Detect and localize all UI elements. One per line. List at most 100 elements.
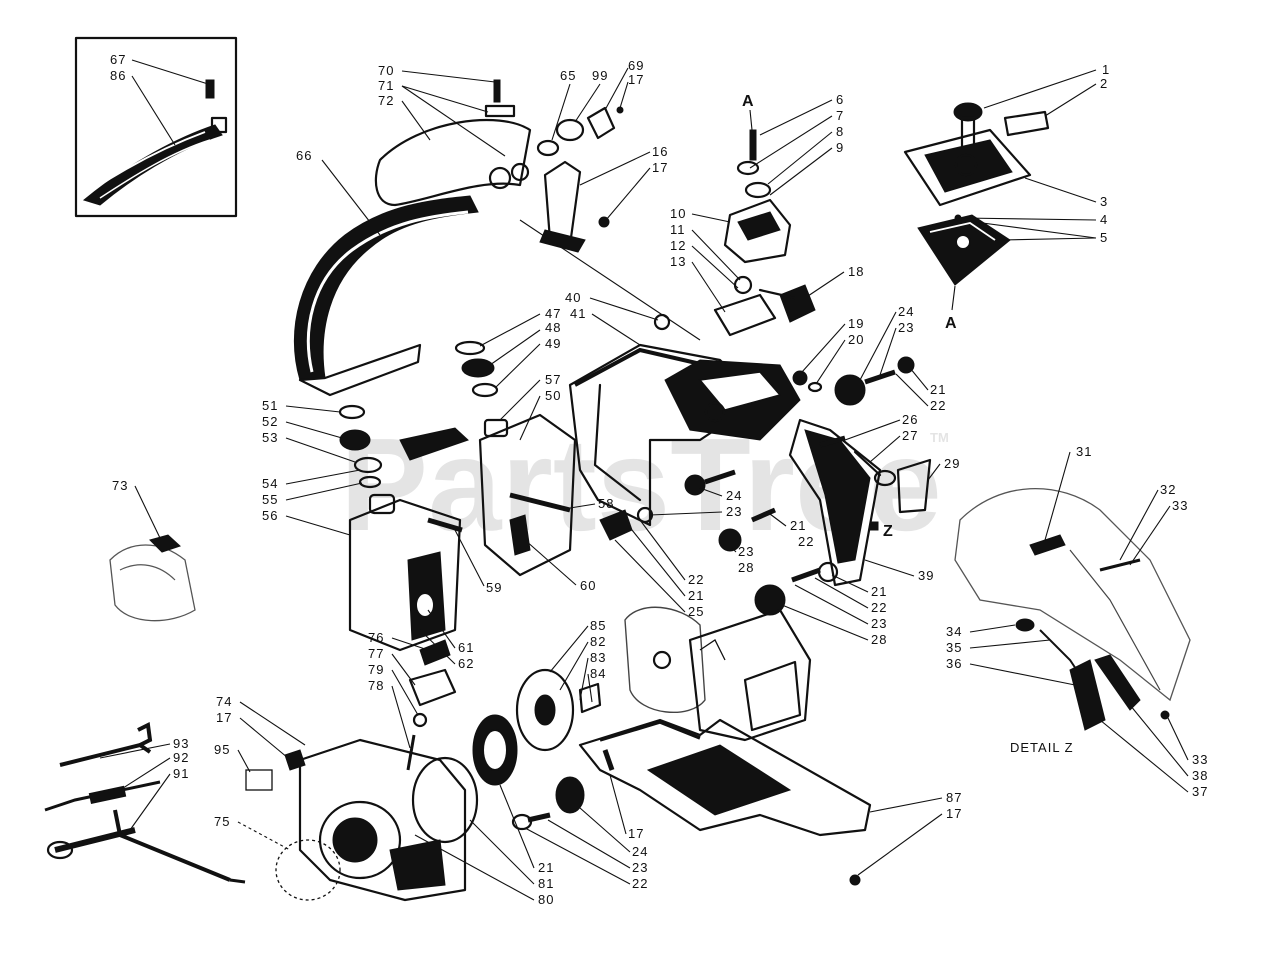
starter-housing <box>245 639 467 902</box>
callout-21c: 21 <box>871 584 887 599</box>
callout-75: 75 <box>214 814 230 829</box>
callout-29: 29 <box>944 456 960 471</box>
callout-71: 71 <box>378 78 394 93</box>
callout-4: 4 <box>1100 212 1108 227</box>
callout-21b: 21 <box>790 518 806 533</box>
callout-23d: 23 <box>871 616 887 631</box>
callout-83: 83 <box>590 650 606 665</box>
item-73-sketch <box>109 534 196 622</box>
callout-28b: 28 <box>871 632 887 647</box>
callout-21a: 21 <box>930 382 946 397</box>
callout-32: 32 <box>1160 482 1176 497</box>
callout-59: 59 <box>486 580 502 595</box>
callout-70: 70 <box>378 63 394 78</box>
callout-23c: 23 <box>738 544 754 559</box>
callout-17b: 17 <box>652 160 668 175</box>
callout-31: 31 <box>1076 444 1092 459</box>
callout-22a: 22 <box>930 398 946 413</box>
callout-21e: 21 <box>538 860 554 875</box>
callout-82: 82 <box>590 634 606 649</box>
detail-z-sketch <box>954 487 1191 731</box>
callout-84: 84 <box>590 666 606 681</box>
callout-48: 48 <box>545 320 561 335</box>
callout-group-tools: 93 92 91 <box>99 736 189 831</box>
section-mark-a-bottom: A <box>945 315 957 332</box>
callout-81: 81 <box>538 876 554 891</box>
callout-24b: 24 <box>726 488 742 503</box>
callout-76: 76 <box>368 630 384 645</box>
callout-34: 34 <box>946 624 962 639</box>
callout-93: 93 <box>173 736 189 751</box>
callout-58: 58 <box>598 496 614 511</box>
callout-51: 51 <box>262 398 278 413</box>
callout-91: 91 <box>173 766 189 781</box>
air-filter <box>903 102 1050 286</box>
callout-group-detail-z: 31 32 33 34 35 36 DETAIL Z 33 38 37 <box>946 444 1208 799</box>
callout-group-oilpump: 65 99 69 17 16 17 <box>551 58 668 221</box>
callout-37: 37 <box>1192 784 1208 799</box>
callout-95: 95 <box>214 742 230 757</box>
callout-group-handle: 70 71 72 66 <box>296 63 516 236</box>
callout-73: 73 <box>112 478 128 493</box>
callout-16: 16 <box>652 144 668 159</box>
callout-50: 50 <box>545 388 561 403</box>
callout-78: 78 <box>368 678 384 693</box>
callout-65: 65 <box>560 68 576 83</box>
callout-85: 85 <box>590 618 606 633</box>
tanks <box>338 404 577 652</box>
callout-9: 9 <box>836 140 844 155</box>
callout-group-bottom: 87 17 17 <box>609 774 962 876</box>
callout-group-housing: 40 47 41 48 49 57 50 <box>479 219 701 441</box>
callout-10: 10 <box>670 206 686 221</box>
callout-36: 36 <box>946 656 962 671</box>
callout-24c: 24 <box>632 844 648 859</box>
callout-18: 18 <box>848 264 864 279</box>
callout-23e: 23 <box>632 860 648 875</box>
callout-group-inset: 67 86 <box>110 52 209 146</box>
callout-67: 67 <box>110 52 126 67</box>
callout-56: 56 <box>262 508 278 523</box>
callout-24a: 24 <box>898 304 914 319</box>
callout-61: 61 <box>458 640 474 655</box>
callout-1: 1 <box>1102 62 1110 77</box>
main-housing <box>454 313 882 587</box>
callout-19: 19 <box>848 316 864 331</box>
callout-28a: 28 <box>738 560 754 575</box>
bottom-cover <box>578 718 872 886</box>
callout-17c: 17 <box>946 806 962 821</box>
callout-7: 7 <box>836 108 844 123</box>
callout-group-carb: A 6 7 8 9 10 11 12 13 18 <box>670 92 864 313</box>
callout-62: 62 <box>458 656 474 671</box>
callout-6: 6 <box>836 92 844 107</box>
callout-17d: 17 <box>628 826 644 841</box>
callout-8: 8 <box>836 124 844 139</box>
callout-69: 69 <box>628 58 644 73</box>
callout-22c: 22 <box>871 600 887 615</box>
callout-26: 26 <box>902 412 918 427</box>
bracket-16 <box>536 106 624 253</box>
callout-group-housing-starter: 76 77 79 78 74 17 95 75 <box>214 630 429 851</box>
callout-group-gears: 19 20 24 23 21 22 26 27 29 Z 39 24 23 21… <box>614 304 960 647</box>
detail-label: DETAIL Z <box>1010 740 1074 755</box>
callout-66: 66 <box>296 148 312 163</box>
callout-57: 57 <box>545 372 561 387</box>
callout-22b: 22 <box>798 534 814 549</box>
callout-22e: 22 <box>632 876 648 891</box>
front-handle <box>293 118 532 397</box>
callout-13: 13 <box>670 254 686 269</box>
callout-55: 55 <box>262 492 278 507</box>
section-mark-z: Z <box>883 523 893 540</box>
section-mark-a-top: A <box>742 93 754 110</box>
callout-11: 11 <box>670 222 686 237</box>
callout-92: 92 <box>173 750 189 765</box>
callout-20: 20 <box>848 332 864 347</box>
callout-49: 49 <box>545 336 561 351</box>
callout-33a: 33 <box>1172 498 1188 513</box>
callout-40: 40 <box>565 290 581 305</box>
callout-27: 27 <box>902 428 918 443</box>
callout-23b: 23 <box>726 504 742 519</box>
callout-72: 72 <box>378 93 394 108</box>
callout-21d: 21 <box>688 588 704 603</box>
callout-47: 47 <box>545 306 561 321</box>
